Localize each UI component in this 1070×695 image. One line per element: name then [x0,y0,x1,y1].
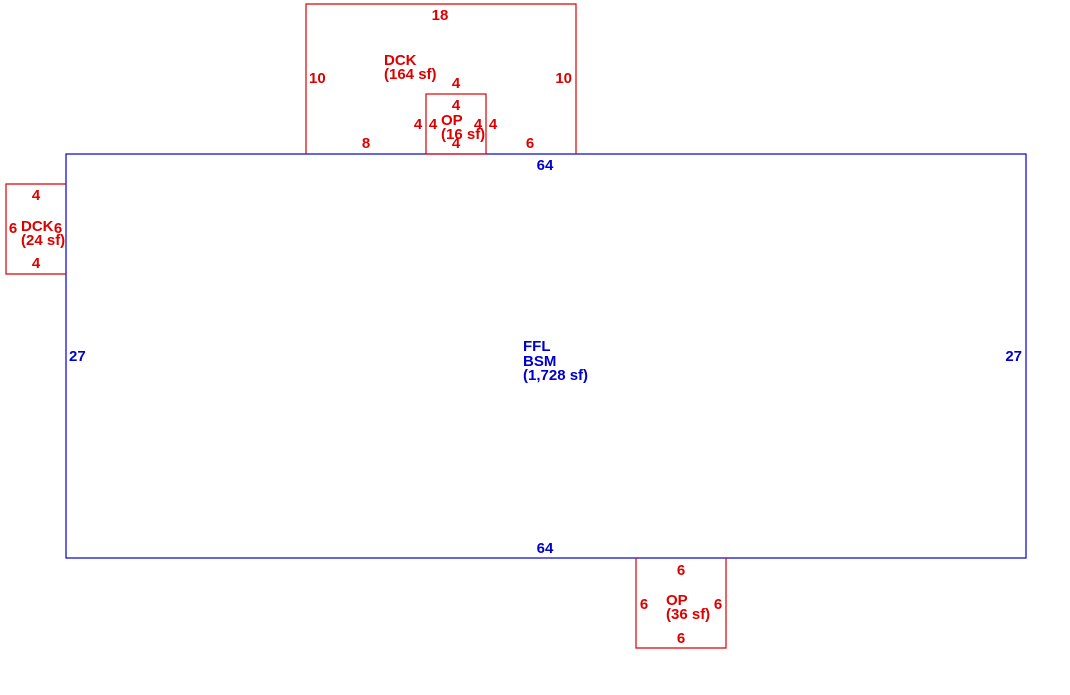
deck-small-dim-top: 4 [32,187,41,204]
deck-large-dim-bottom-right: 6 [526,135,534,152]
deck-small-name: DCK [21,218,54,235]
deck-large-dim-right: 10 [555,70,572,87]
porch-large-dim-top: 6 [677,562,685,579]
porch-small-dim-left-outer: 4 [414,116,423,133]
deck-large-dim-top: 18 [432,7,449,24]
deck-small-dim-right: 6 [54,220,62,237]
main-area-square-footage: (1,728 sf) [523,367,588,384]
porch-small-dim-top: 4 [452,97,461,114]
porch-large-dim-left: 6 [640,596,648,613]
porch-small-square-footage: (16 sf) [441,126,485,143]
porch-large-outline [635,558,727,649]
porch-small-dim-bottom: 4 [452,135,461,152]
main-area-outline [65,153,1027,559]
deck-small-dim-left: 6 [9,220,17,237]
deck-small: DCK (24 sf) 4 4 6 6 [5,183,66,275]
porch-large-name: OP [666,592,688,609]
porch-small-dim-right-inner: 4 [474,116,483,133]
main-area-dim-left: 27 [69,348,86,365]
deck-large-dim-notch-top: 4 [452,75,461,92]
porch-large: OP (36 sf) 6 6 6 6 [635,558,727,649]
porch-small-dim-right-outer: 4 [489,116,498,133]
porch-small-name: OP [441,112,463,129]
porch-large-square-footage: (36 sf) [666,606,710,623]
deck-large-dim-bottom-left: 8 [362,135,370,152]
deck-small-dim-bottom: 4 [32,255,41,272]
porch-small-dim-left-inner: 4 [429,116,438,133]
deck-large-name: DCK [384,52,417,69]
main-area-name-line1: FFL [523,338,551,355]
main-area: FFL BSM (1,728 sf) 64 64 27 27 [65,153,1027,559]
deck-small-square-footage: (24 sf) [21,232,65,249]
main-area-name-line2: BSM [523,353,556,370]
main-area-dim-right: 27 [1005,348,1022,365]
deck-large: DCK (164 sf) 18 10 10 8 6 4 [305,3,577,154]
deck-small-outline [5,183,66,275]
porch-small: OP (16 sf) 4 4 4 4 4 4 [414,93,498,155]
deck-large-square-footage: (164 sf) [384,66,437,83]
porch-large-dim-right: 6 [714,596,722,613]
main-area-dim-bottom: 64 [537,540,554,557]
porch-small-outline [425,93,487,155]
deck-large-outline [305,3,577,154]
main-area-dim-top: 64 [537,157,554,174]
deck-large-dim-left: 10 [309,70,326,87]
porch-large-dim-bottom: 6 [677,630,685,647]
